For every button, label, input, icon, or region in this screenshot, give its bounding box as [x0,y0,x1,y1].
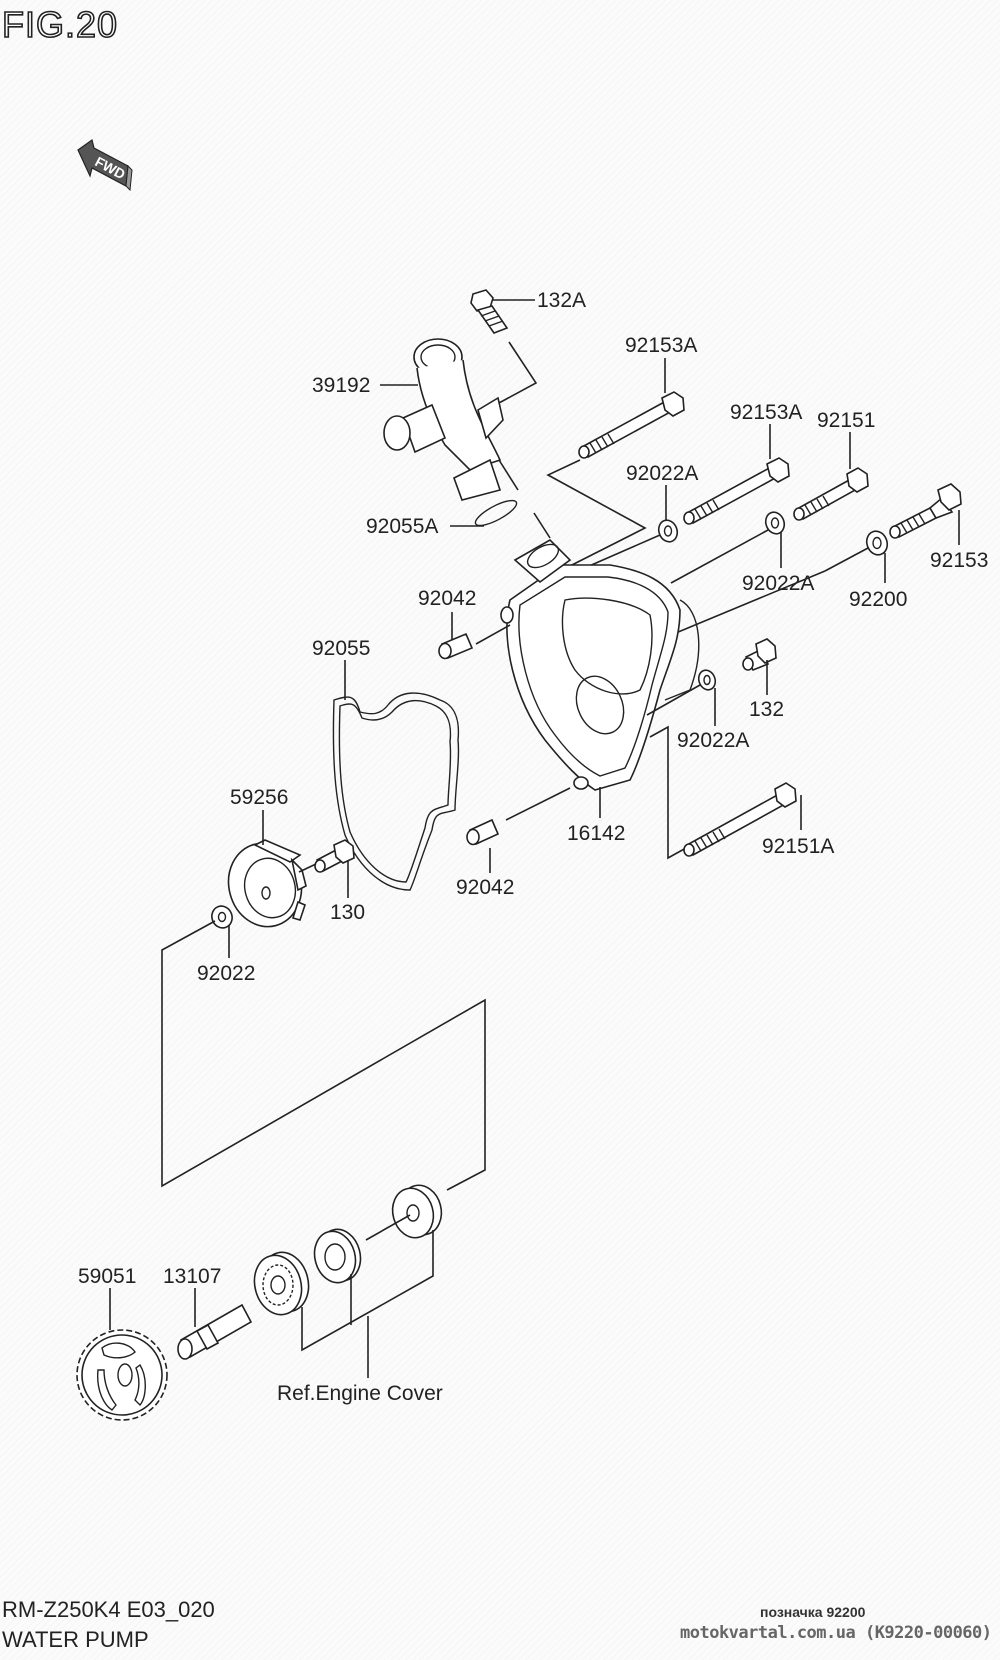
leader-line [472,341,538,418]
water-hose-pipe-39192[interactable] [383,338,504,501]
leader-line [546,459,647,571]
fwd-arrow-icon: FWD [77,138,133,192]
part-label-92200[interactable]: 92200 [849,588,907,611]
leader-line [824,547,869,572]
bolt-132[interactable] [742,638,777,672]
part-label-132[interactable]: 132 [749,698,784,721]
part-label-92153[interactable]: 92153 [930,549,988,572]
part-label-13107[interactable]: 13107 [163,1265,221,1288]
gasket-92055[interactable] [332,692,460,891]
leader-line [498,459,519,491]
part-label-92042-upper[interactable]: 92042 [418,587,476,610]
part-label-92153a-middle[interactable]: 92153A [730,401,802,424]
bolt-92153a-middle[interactable] [683,457,790,525]
model-code: RM-Z250K4 E03_020 [2,1597,215,1622]
part-label-92055[interactable]: 92055 [312,637,370,660]
part-label-130[interactable]: 130 [330,901,365,924]
washer-92022[interactable] [209,903,235,931]
part-label-92022a-upper[interactable]: 92022A [626,462,698,485]
impeller-59256[interactable] [219,835,310,935]
leader-line [298,863,317,873]
bolt-92151a[interactable] [683,782,797,857]
bolt-92153[interactable] [889,483,962,539]
section-name: WATER PUMP [2,1627,149,1652]
washer-92022a-middle[interactable] [763,510,787,537]
leader-line [161,920,486,1191]
watermark-mark: позначка 92200 [760,1604,866,1620]
part-label-132a[interactable]: 132A [537,289,586,312]
washer-92022a-upper[interactable] [656,518,680,545]
part-label-92151a[interactable]: 92151A [762,835,834,858]
part-label-92153a-upper[interactable]: 92153A [625,334,697,357]
ref-engine-cover-label[interactable]: Ref.Engine Cover [277,1382,443,1405]
part-label-59051[interactable]: 59051 [78,1265,136,1288]
leader-line [670,529,769,584]
bolt-130[interactable] [314,839,355,873]
oil-seal[interactable] [309,1225,366,1288]
pump-cover-16142[interactable] [500,539,700,791]
figure-title: FIG.20 [1,3,119,46]
part-label-92151[interactable]: 92151 [817,409,875,432]
leader-line [649,725,687,860]
dowel-pin-92042-upper[interactable] [438,632,474,660]
leader-line [301,1230,434,1352]
leader-line [533,512,551,539]
shaft-13107[interactable] [177,1303,253,1360]
bolt-92151[interactable] [793,467,869,521]
leader-line [475,624,511,645]
part-label-92042-lower[interactable]: 92042 [456,876,514,899]
part-label-92022a-middle[interactable]: 92022A [742,572,814,595]
gear-59051[interactable] [76,1329,168,1421]
leader-line [646,684,701,716]
washer-92200[interactable] [863,528,890,557]
leader-line [365,1214,411,1241]
part-label-39192[interactable]: 39192 [312,374,370,397]
part-label-59256[interactable]: 59256 [230,786,288,809]
watermark-site[interactable]: motokvartal.com.ua (K9220-00060) [680,1623,992,1643]
part-label-92055a[interactable]: 92055A [366,515,438,538]
dowel-pin-92042-lower[interactable] [466,818,500,846]
part-label-16142[interactable]: 16142 [567,822,625,845]
washer-92022a-lower[interactable] [696,668,718,692]
leader-line [579,534,661,571]
part-label-92022a-lower[interactable]: 92022A [677,729,749,752]
o-ring-92055a[interactable] [472,496,519,530]
mechanical-seal[interactable] [387,1181,447,1243]
bolt-92153a-upper[interactable] [578,391,685,459]
part-label-92022[interactable]: 92022 [197,962,255,985]
bearing[interactable] [248,1247,315,1320]
leader-line [505,787,571,821]
bolt-132a[interactable] [470,289,509,334]
